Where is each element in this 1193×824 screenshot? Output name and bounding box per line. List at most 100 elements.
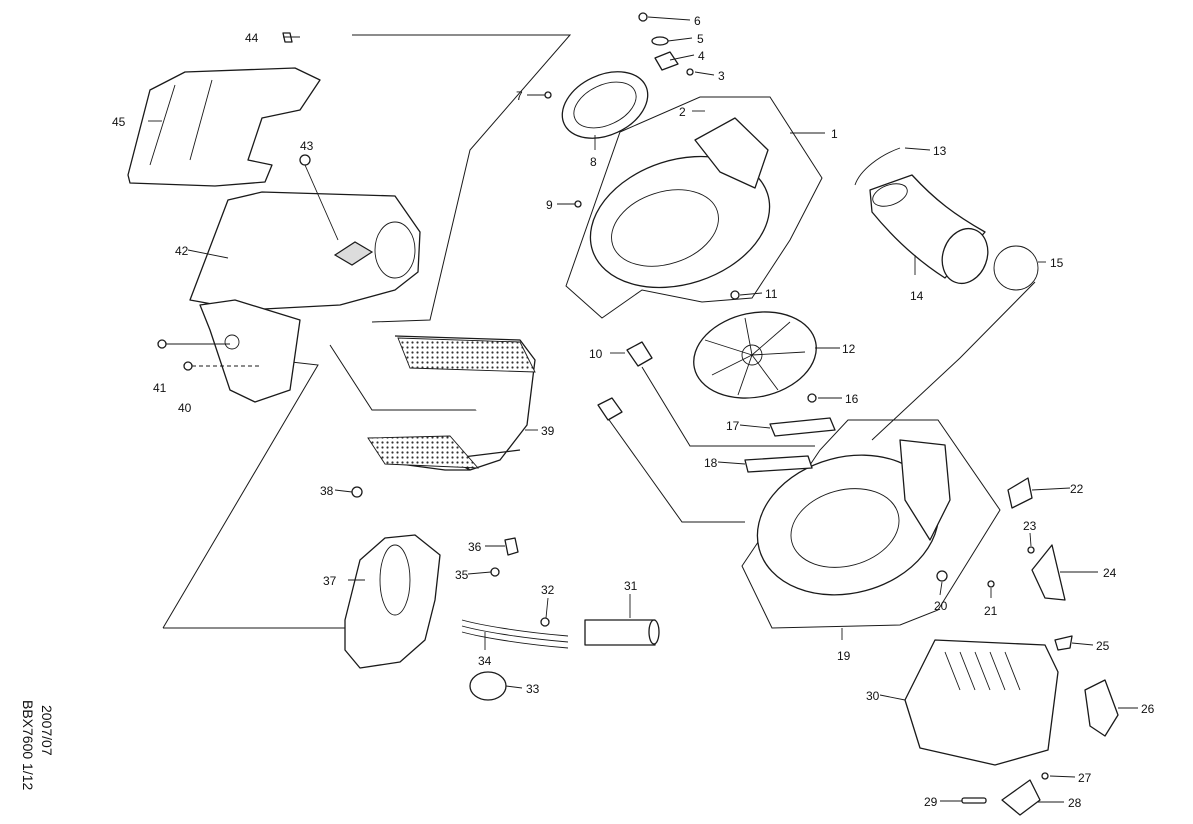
muffler-mesh-upper (397, 337, 536, 373)
callout-8: 8 (590, 155, 597, 169)
bolt-6 (638, 12, 648, 22)
main-frame-part (189, 191, 421, 311)
gasket-17-part (769, 417, 836, 437)
callout-40: 40 (178, 401, 192, 415)
callout-19: 19 (837, 649, 851, 663)
engine-cover-part (904, 639, 1059, 766)
callout-6: 6 (694, 14, 701, 28)
callout-36: 36 (468, 540, 482, 554)
frame-grip (374, 221, 416, 279)
elbow-inlet-ring (872, 183, 908, 207)
callout-38: 38 (320, 484, 334, 498)
callout-33: 33 (526, 682, 540, 696)
filter-31-end (648, 619, 660, 645)
plate-24-part (1031, 544, 1066, 601)
tab-25-part (1054, 635, 1073, 651)
callout-11: 11 (765, 287, 778, 301)
impeller-blades (704, 317, 806, 396)
bracket-hole (224, 334, 240, 350)
fitting-36 (504, 537, 519, 556)
callout-2: 2 (679, 105, 686, 119)
model-page-label: BBX7600 1/12 (20, 700, 36, 791)
callout-45: 45 (112, 115, 126, 129)
screw-27 (1041, 772, 1049, 780)
duct-link-line (641, 366, 815, 447)
screw-7 (544, 91, 552, 99)
clip-35 (490, 567, 500, 577)
fan-housing-group-outline (565, 96, 823, 319)
callout-28: 28 (1068, 796, 1082, 810)
top-cover-part (127, 67, 321, 187)
screw-9 (574, 200, 582, 208)
callout-1: 1 (831, 127, 838, 141)
callout-13: 13 (933, 144, 947, 158)
nut-20 (936, 570, 948, 582)
filter-31-part (584, 619, 656, 646)
screw-23 (1027, 546, 1035, 554)
callout-42: 42 (175, 244, 189, 258)
callout-43: 43 (300, 139, 314, 153)
pin-29-part (961, 797, 987, 804)
callout-35: 35 (455, 568, 469, 582)
frame-link-line (329, 344, 490, 411)
gasket-part (993, 245, 1039, 291)
base-bracket-part (199, 299, 301, 403)
callout-30: 30 (866, 689, 880, 703)
fan-housing-part (589, 155, 771, 289)
impeller-hub (741, 344, 763, 366)
bolt-40 (183, 361, 193, 371)
callout-21: 21 (984, 604, 998, 618)
cap-28-part (1001, 779, 1041, 816)
callout-26: 26 (1141, 702, 1155, 716)
gasket-18-part (744, 455, 813, 473)
muffler-mesh-lower (367, 435, 480, 469)
elbow-link-line (871, 281, 1036, 441)
bracket-4 (654, 51, 679, 71)
bolt-44 (282, 32, 293, 43)
clamp-wire-part (854, 147, 901, 186)
fuel-tank-part (344, 534, 441, 669)
volute-outlet (899, 439, 951, 541)
volute-group-outline (741, 419, 1001, 629)
cap-33-part (469, 671, 507, 701)
revision-date: 2007/07 (39, 705, 55, 756)
callout-20: 20 (934, 599, 948, 613)
bolt-11 (730, 290, 740, 300)
callout-7: 7 (516, 89, 523, 103)
volute-inner (790, 488, 900, 568)
callout-23: 23 (1023, 519, 1037, 533)
callout-22: 22 (1070, 482, 1084, 496)
callout-12: 12 (842, 342, 856, 356)
screw-3 (686, 68, 694, 76)
callout-9: 9 (546, 198, 553, 212)
callout-10: 10 (589, 347, 603, 361)
grommet-10 (626, 341, 653, 367)
callout-31: 31 (624, 579, 638, 593)
leader-lines (148, 16, 1138, 803)
fuel-lines-part (461, 619, 569, 649)
fan-housing-neck (694, 117, 769, 189)
callout-5: 5 (697, 32, 704, 46)
elbow-outlet-ring (941, 227, 989, 285)
callout-44: 44 (245, 31, 259, 45)
screw-21 (987, 580, 995, 588)
washer-5 (651, 36, 669, 46)
nut-41 (157, 339, 167, 349)
callout-34: 34 (478, 654, 492, 668)
mount-39-small (597, 397, 623, 421)
callout-4: 4 (698, 49, 705, 63)
intake-ring-inner (573, 81, 637, 129)
tank-window (379, 544, 411, 616)
fan-housing-inner-ring (611, 189, 719, 267)
callout-37: 37 (323, 574, 337, 588)
callout-41: 41 (153, 381, 167, 395)
callout-16: 16 (845, 392, 859, 406)
callout-17: 17 (726, 419, 740, 433)
engine-cover-vents (944, 651, 1021, 691)
muffler-link-line (601, 409, 745, 523)
callout-39: 39 (541, 424, 555, 438)
cover-26-part (1084, 679, 1119, 737)
frame-group-outline (352, 34, 572, 323)
tank-group-outline (162, 354, 319, 629)
